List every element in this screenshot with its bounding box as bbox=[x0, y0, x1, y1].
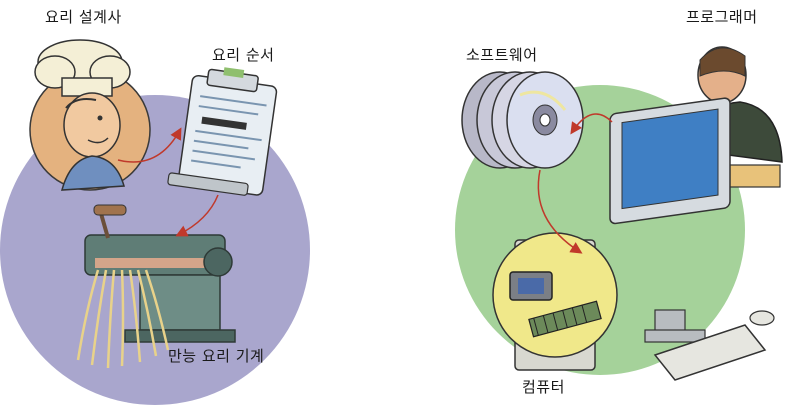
arrow-programmer-to-software bbox=[570, 113, 613, 135]
chef-label: 요리 설계사 bbox=[45, 8, 122, 26]
chip-icon bbox=[492, 232, 618, 358]
arrow-chef-to-recipe bbox=[117, 127, 182, 163]
programmer-label: 프로그래머 bbox=[686, 8, 758, 26]
pasta-machine-icon bbox=[76, 204, 236, 369]
software-label: 소프트웨어 bbox=[466, 46, 538, 64]
chef-icon bbox=[29, 39, 151, 191]
cd-stack-icon bbox=[461, 71, 584, 169]
computer-label: 컴퓨터 bbox=[522, 378, 565, 396]
arrow-software-to-computer bbox=[537, 169, 583, 254]
recipe-label: 요리 순서 bbox=[212, 46, 275, 64]
machine-label: 만능 요리 기계 bbox=[168, 347, 265, 365]
recipe-clipboard-icon bbox=[167, 67, 278, 196]
arrow-recipe-to-machine bbox=[175, 194, 219, 237]
